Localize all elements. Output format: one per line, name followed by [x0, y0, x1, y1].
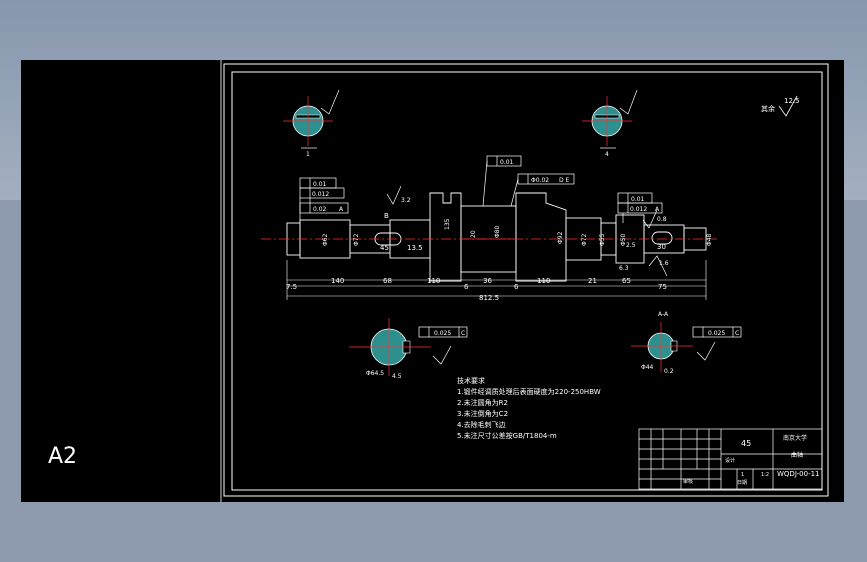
drawing-label: A: [655, 206, 660, 213]
drawing-label: 0.8: [657, 216, 667, 223]
drawing-label: 0.025: [434, 330, 451, 337]
section-view-1: 1: [283, 89, 340, 158]
label-b: B: [384, 212, 389, 220]
rough-other-value: 12.5: [784, 97, 800, 105]
drawing-label: Φ44: [641, 364, 654, 371]
section-left: 0.025 C Φ64.5 4.5: [349, 318, 468, 380]
tolerance-frame-top: [482, 155, 575, 207]
dim-phi55: Φ55: [599, 233, 606, 246]
note-item: 2.未注圆角为R2: [457, 399, 508, 407]
note-item: 4.去除毛刺飞边: [457, 421, 506, 429]
drawing-label: 0.2: [664, 368, 674, 375]
drawing-label: 0.01: [313, 181, 327, 188]
sheet-size-label: A2: [48, 444, 78, 469]
drawing-label: 1: [306, 151, 310, 158]
section-view-4: 4: [582, 89, 638, 158]
drawing-label: A-A: [658, 311, 669, 318]
inner-frame: [231, 71, 823, 491]
dim-30: 30: [657, 243, 666, 251]
technical-notes: 技术要求 1.锻件经调质处理后表面硬度为220-250HBW 2.未注圆角为R2…: [457, 376, 601, 442]
rough-mark-2: [648, 255, 668, 277]
dim-phi48: Φ48: [706, 233, 713, 246]
dim-6b: 6: [514, 283, 519, 291]
tb-drawing-no: WQDJ-00-11: [777, 470, 820, 478]
dim-21: 21: [588, 277, 597, 285]
dim-phi80: Φ80: [494, 225, 501, 238]
rough-other-label: 其余: [761, 104, 775, 113]
drawing-label: C: [461, 330, 465, 337]
dim-135: 135: [444, 218, 451, 230]
tolerance-frame-left: [299, 177, 349, 220]
drawing-label: A: [339, 206, 344, 213]
rough-other-symbol: [778, 95, 798, 117]
dim-6a: 6: [464, 283, 469, 291]
drawing-sheet: A2 45 南京大学 曲轴 WQDJ-0: [21, 60, 844, 502]
drawing-label: 0.02: [313, 206, 327, 213]
note-item: 5.未注尺寸公差按GB/T1804-m: [457, 432, 557, 440]
dim-75: 75: [658, 283, 667, 291]
dim-phi62: Φ62: [322, 233, 329, 246]
dim-68: 68: [383, 277, 392, 285]
tb-part-name: 曲轴: [791, 451, 803, 459]
title-block: [638, 428, 823, 490]
drawing-label: Φ64.5: [366, 370, 384, 377]
note-item: 3.未注倒角为C2: [457, 410, 509, 418]
dim-812-5: 812.5: [479, 294, 499, 302]
drawing-label: 1.6: [659, 260, 669, 267]
dim-2-5: 2.5: [626, 242, 636, 249]
drawing-label: 0.01: [631, 196, 645, 203]
dim-6-3: 6.3: [619, 265, 629, 272]
drawing-label: D E: [559, 177, 570, 184]
drawing-label: 0.025: [708, 330, 725, 337]
dim-140: 140: [331, 277, 344, 285]
dim-phi72a: Φ72: [353, 233, 360, 246]
tb-review: 审核: [683, 478, 693, 485]
tb-sheet: 1: [741, 472, 744, 478]
tb-school: 南京大学: [783, 434, 807, 442]
drawing-label: 4: [605, 151, 609, 158]
dim-65: 65: [622, 277, 631, 285]
dim-phi92: Φ92: [557, 231, 564, 244]
notes-title: 技术要求: [457, 377, 485, 385]
tb-designer: 设计: [725, 457, 735, 464]
dim-lines: [286, 260, 707, 300]
tb-date: 日期: [737, 480, 747, 486]
drawing-label: 4.5: [392, 373, 402, 380]
cad-drawing: 45 南京大学 曲轴 WQDJ-00-11 1:2 1 审核 设计 日期 其余 …: [220, 60, 829, 502]
dim-13-5: 13.5: [407, 244, 423, 252]
dim-20: 20: [470, 230, 477, 238]
rough-mark-1: [386, 185, 402, 205]
drawing-label: 0.012: [312, 191, 329, 198]
drawing-label: C: [735, 330, 739, 337]
dim-110a: 110: [427, 277, 440, 285]
outer-frame: [223, 63, 829, 497]
tolerance-frame-right: [617, 192, 663, 223]
rough-mark-3: [642, 209, 658, 229]
dim-36: 36: [483, 277, 492, 285]
dim-phi50: Φ50: [620, 233, 627, 246]
drawing-label: 0.01: [500, 159, 514, 166]
section-right: A-A 0.025 C Φ44 0.2: [631, 311, 742, 375]
dim-45: 45: [380, 244, 389, 252]
drawing-label: 3.2: [401, 197, 411, 204]
drawing-label: Φ0.02: [531, 177, 549, 184]
dim-7-5: 7.5: [286, 283, 297, 291]
tb-scale: 1:2: [761, 472, 769, 478]
dim-110b: 110: [537, 277, 550, 285]
note-item: 1.锻件经调质处理后表面硬度为220-250HBW: [457, 388, 601, 396]
drawing-label: 0.012: [630, 206, 647, 213]
tb-material: 45: [741, 439, 751, 448]
dim-phi72b: Φ72: [581, 233, 588, 246]
